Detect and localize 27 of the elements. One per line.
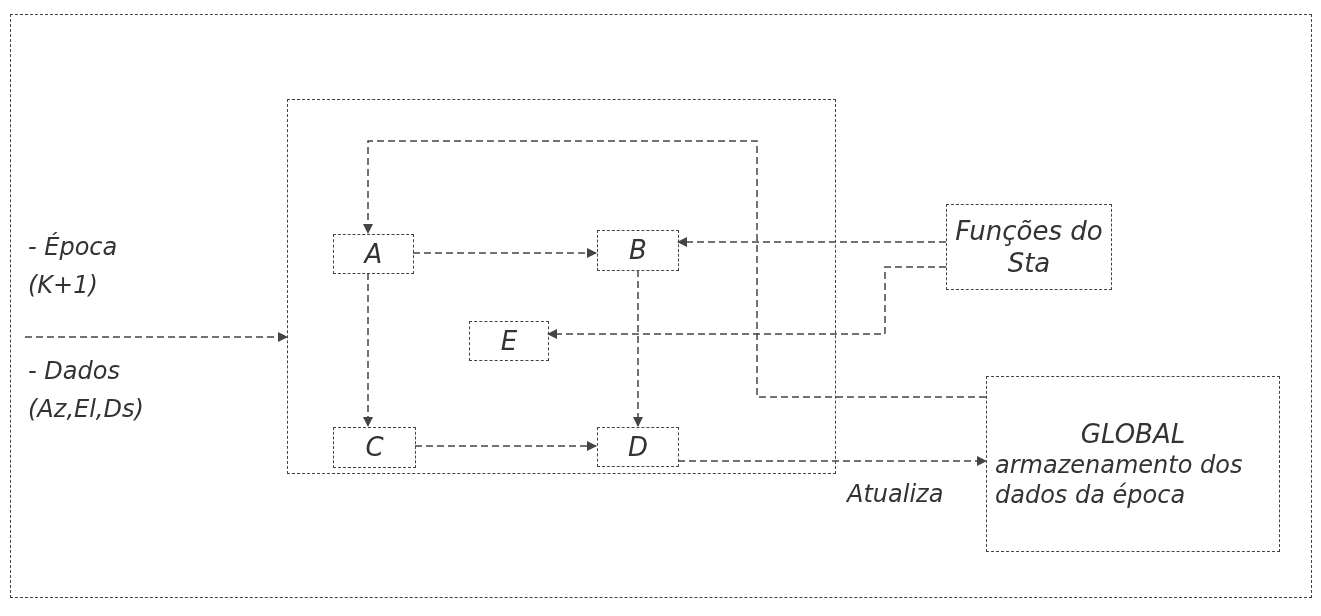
box-heading: GLOBAL xyxy=(1080,417,1186,451)
arrow xyxy=(633,269,643,427)
arrow xyxy=(412,248,597,258)
process-box xyxy=(597,427,679,467)
arrow xyxy=(363,140,987,398)
box-text: A xyxy=(364,237,383,271)
arrow xyxy=(547,266,947,339)
process-box xyxy=(986,376,1280,552)
box-text: C xyxy=(365,431,384,464)
arrow xyxy=(677,237,947,247)
box-text: D xyxy=(628,430,648,464)
arrow xyxy=(363,272,373,427)
process-box xyxy=(469,321,549,361)
process-box xyxy=(597,230,679,271)
container-box xyxy=(287,99,836,474)
arrow xyxy=(414,441,597,451)
process-box xyxy=(333,427,416,468)
box-text: armazenamento dos dados da época xyxy=(995,450,1244,511)
arrow xyxy=(24,332,288,342)
box-text: Funções do Sta xyxy=(955,214,1103,280)
input-label: - Época (K+1) xyxy=(28,231,119,301)
process-box xyxy=(946,204,1112,290)
process-box xyxy=(333,234,414,274)
input-label: - Dados (Az,El,Ds) xyxy=(28,356,145,425)
arrow xyxy=(677,456,987,466)
box-text: B xyxy=(629,234,647,267)
box-text: E xyxy=(500,324,518,358)
